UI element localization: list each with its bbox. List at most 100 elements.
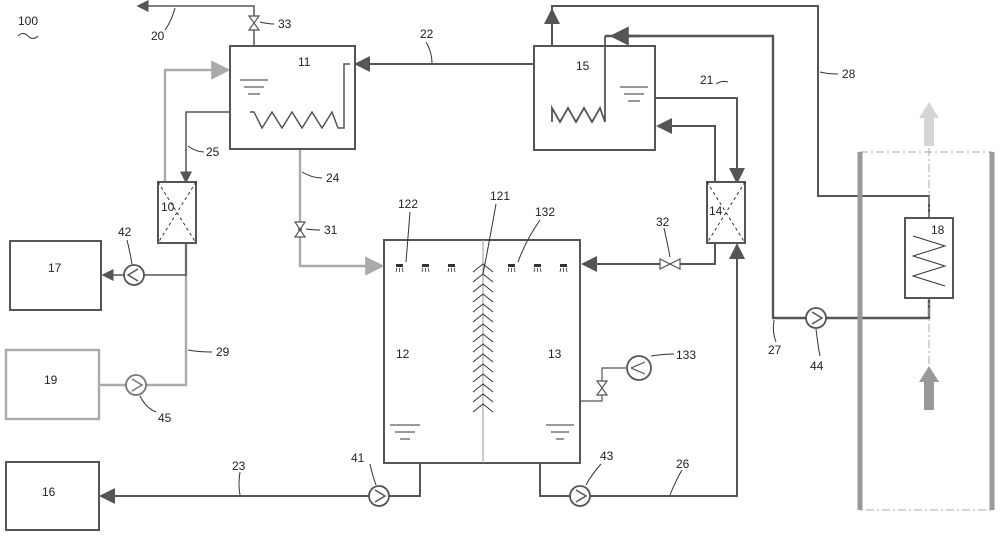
figure-label: 100 bbox=[18, 14, 38, 28]
pipe-26 bbox=[539, 463, 570, 497]
label-10: 10 bbox=[161, 200, 175, 214]
figure-label-tilde bbox=[17, 33, 39, 39]
pipe-133-line bbox=[601, 367, 626, 381]
leader-21 bbox=[715, 80, 729, 85]
label-24: 24 bbox=[326, 171, 340, 185]
pipe-20 bbox=[136, 0, 255, 46]
tank-13-liquid bbox=[546, 424, 574, 440]
label-133: 133 bbox=[676, 348, 696, 362]
label-132: 132 bbox=[535, 205, 555, 219]
component-14-box bbox=[706, 181, 746, 244]
pipe-29b bbox=[146, 243, 188, 387]
label-13: 13 bbox=[548, 347, 562, 361]
airflow-in-arrow bbox=[919, 366, 939, 410]
leader-44 bbox=[815, 328, 821, 357]
pump-43[interactable] bbox=[569, 485, 591, 507]
leader-45 bbox=[139, 395, 157, 413]
label-11: 11 bbox=[298, 55, 311, 69]
label-45: 45 bbox=[158, 411, 172, 425]
pipe-44-to-18 bbox=[826, 298, 931, 320]
label-42: 42 bbox=[118, 225, 132, 239]
pipe-26b bbox=[590, 243, 745, 497]
leader-41 bbox=[369, 463, 377, 486]
valve-32[interactable] bbox=[659, 258, 681, 270]
label-122: 122 bbox=[398, 197, 418, 211]
component-15-box bbox=[533, 45, 656, 151]
pipe-24b bbox=[298, 237, 385, 276]
component-16-box bbox=[5, 461, 100, 531]
label-28: 28 bbox=[842, 67, 856, 81]
label-18: 18 bbox=[931, 223, 945, 237]
tank-12-liquid bbox=[390, 424, 420, 440]
pipe-14-to-13 bbox=[680, 243, 716, 265]
pipe-25 bbox=[180, 111, 250, 184]
leader-122 bbox=[405, 211, 411, 263]
leader-132 bbox=[517, 219, 541, 263]
component-17-box bbox=[9, 240, 102, 311]
valve-31[interactable] bbox=[293, 221, 307, 238]
airflow-out-arrow bbox=[919, 102, 939, 146]
label-22: 22 bbox=[420, 27, 434, 41]
label-121: 121 bbox=[490, 189, 510, 203]
component-15-coil bbox=[551, 36, 606, 124]
leader-24 bbox=[301, 171, 323, 179]
component-19-box bbox=[4, 348, 101, 421]
leader-26 bbox=[669, 469, 683, 496]
label-41: 41 bbox=[351, 451, 365, 465]
pipe-10-to-11 bbox=[163, 60, 231, 182]
label-20: 20 bbox=[151, 29, 165, 43]
pipe-27 bbox=[605, 34, 806, 320]
leader-20 bbox=[164, 7, 176, 31]
label-19: 19 bbox=[44, 373, 58, 387]
leader-32 bbox=[663, 227, 671, 258]
tank-12-13 bbox=[383, 239, 581, 464]
label-43: 43 bbox=[600, 449, 614, 463]
leader-25 bbox=[187, 145, 205, 153]
duct-frame bbox=[859, 151, 993, 511]
leader-33 bbox=[259, 21, 275, 25]
component-15-liquid bbox=[620, 86, 648, 102]
label-25: 25 bbox=[206, 145, 220, 159]
leader-43 bbox=[585, 463, 602, 486]
pump-44[interactable] bbox=[805, 307, 827, 329]
valve-33[interactable] bbox=[247, 15, 261, 31]
pipe-10-to-17 bbox=[144, 243, 187, 276]
pipe-23 bbox=[389, 463, 421, 497]
leader-31 bbox=[305, 228, 321, 231]
leader-28 bbox=[819, 71, 839, 75]
label-27: 27 bbox=[768, 343, 782, 357]
leader-27 bbox=[772, 319, 777, 343]
label-17: 17 bbox=[48, 261, 62, 275]
component-10-box bbox=[157, 181, 197, 244]
spray-nozzles-122 bbox=[395, 264, 456, 273]
label-26: 26 bbox=[676, 457, 690, 471]
pump-45[interactable] bbox=[125, 374, 147, 396]
leader-22 bbox=[425, 41, 433, 64]
pipe-13-to-133 bbox=[580, 395, 603, 402]
leader-121 bbox=[482, 203, 497, 275]
pipe-14-to-15 bbox=[656, 118, 716, 182]
component-11-coil bbox=[250, 63, 350, 130]
pump-42[interactable] bbox=[123, 264, 145, 286]
label-31: 31 bbox=[324, 223, 338, 237]
label-44: 44 bbox=[810, 359, 824, 373]
component-18-box bbox=[904, 217, 954, 299]
pump-133[interactable] bbox=[626, 355, 652, 381]
spray-nozzles-132 bbox=[507, 264, 568, 273]
label-29: 29 bbox=[216, 345, 230, 359]
component-18-coil bbox=[911, 235, 947, 287]
label-12: 12 bbox=[396, 347, 410, 361]
label-15: 15 bbox=[576, 59, 590, 73]
pipe-21 bbox=[656, 97, 745, 184]
component-11-box bbox=[229, 45, 356, 150]
label-16: 16 bbox=[42, 485, 56, 499]
label-33: 33 bbox=[278, 17, 292, 31]
valve-133[interactable] bbox=[595, 380, 609, 396]
leader-133 bbox=[650, 353, 675, 357]
pump-41[interactable] bbox=[368, 485, 390, 507]
label-14: 14 bbox=[709, 204, 723, 218]
label-21: 21 bbox=[700, 73, 714, 87]
component-11-liquid bbox=[240, 79, 268, 95]
label-23: 23 bbox=[232, 459, 246, 473]
